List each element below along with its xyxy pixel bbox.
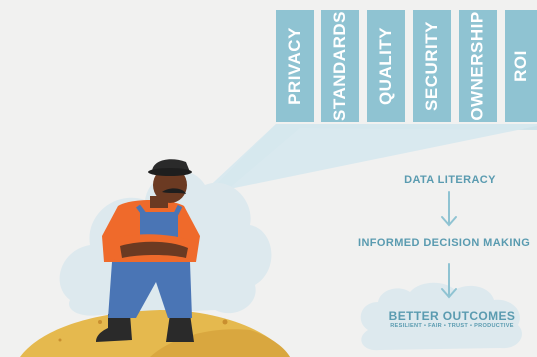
arrow-2 — [441, 263, 457, 299]
outcomes-cloud — [360, 282, 522, 351]
left-boot — [96, 314, 132, 342]
hill-shadow — [150, 329, 290, 357]
flow-step-better-outcomes: BETTER OUTCOMES — [388, 309, 516, 323]
farmer — [96, 159, 200, 342]
forearms — [120, 241, 188, 258]
pillar-standards: STANDARDS — [321, 10, 359, 122]
pillar-label: QUALITY — [376, 26, 396, 106]
pillar-label: SECURITY — [422, 21, 441, 111]
overall-legs — [108, 262, 192, 318]
pillar-security: SECURITY — [413, 10, 451, 122]
flow-step-informed-decision-making: INFORMED DECISION MAKING — [358, 237, 531, 249]
pillar-quality: QUALITY — [367, 10, 405, 122]
hill-dots — [58, 319, 228, 342]
pillar-label: STANDARDS — [330, 11, 349, 121]
pillar-label: PRIVACY — [285, 27, 304, 105]
pillar-label: OWNERSHIP — [468, 11, 487, 121]
right-boot — [166, 314, 194, 342]
arrow-1 — [441, 191, 457, 227]
outcomes-subtitle: RESILIENT • FAIR • TRUST • PRODUCTIVE — [390, 323, 514, 329]
vision-beam-fill — [200, 124, 537, 195]
flow-step-data-literacy: DATA LITERACY — [404, 174, 496, 186]
head — [153, 167, 187, 203]
pillar-roi: ROI — [505, 10, 537, 122]
pillar-privacy: PRIVACY — [276, 10, 314, 122]
mustache — [162, 188, 186, 194]
pillar-ownership: OWNERSHIP — [459, 10, 497, 122]
pillar-label: ROI — [510, 50, 530, 82]
